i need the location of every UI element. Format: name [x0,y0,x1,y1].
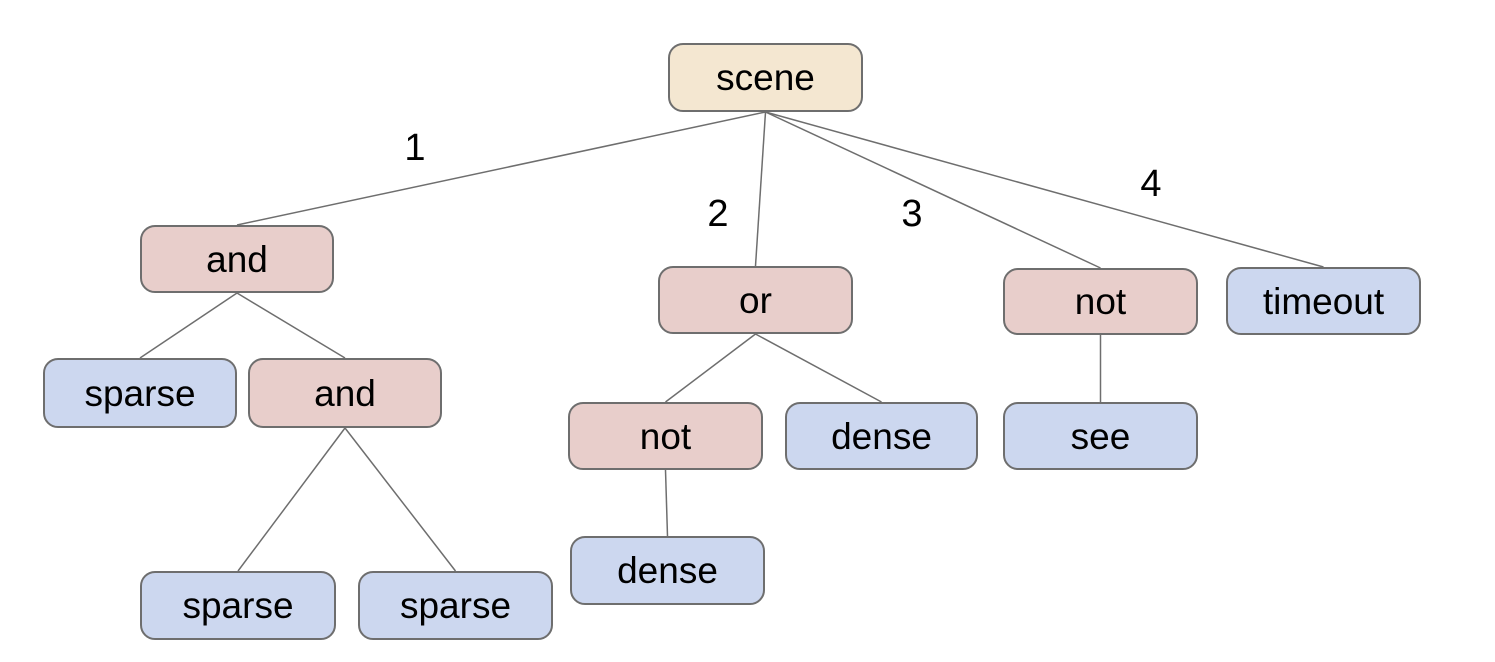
tree-node-timeout1: timeout [1226,267,1421,335]
edge-and1-and2 [236,292,346,359]
tree-node-not2: not [568,402,763,470]
tree-node-see1: see [1003,402,1198,470]
edge-and2-sparse3 [344,427,457,572]
edge-and1-sparse1 [139,292,238,359]
tree-node-scene: scene [668,43,863,112]
edge-and2-sparse2 [237,427,346,572]
edge-or1-dense1 [755,333,882,403]
edge-scene-not1 [765,111,1101,269]
edge-scene-or1 [754,111,767,267]
edge-label-4: 4 [1140,163,1162,205]
tree-node-dense2: dense [570,536,765,605]
tree-node-and2: and [248,358,442,428]
tree-node-sparse1: sparse [43,358,237,428]
tree-node-sparse3: sparse [358,571,553,640]
edge-or1-not2 [665,333,756,403]
tree-node-and1: and [140,225,334,293]
edge-label-3: 3 [901,193,923,235]
edge-label-1: 1 [404,127,426,169]
edge-not2-dense2 [664,469,669,537]
tree-node-sparse2: sparse [140,571,336,640]
tree-node-not1: not [1003,268,1198,335]
tree-node-or1: or [658,266,853,334]
edge-scene-and1 [236,111,766,226]
tree-node-dense1: dense [785,402,978,470]
edge-label-2: 2 [707,193,729,235]
edge-scene-timeout1 [765,111,1324,268]
